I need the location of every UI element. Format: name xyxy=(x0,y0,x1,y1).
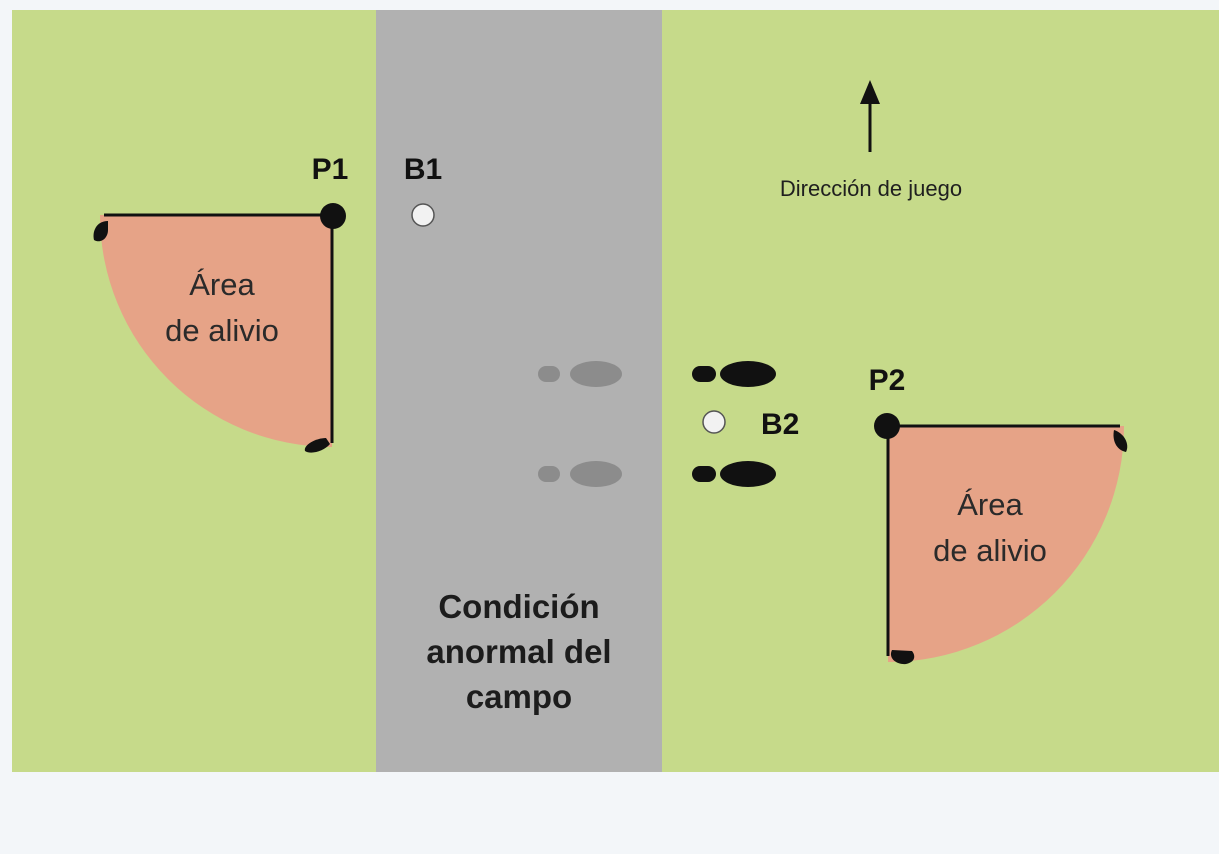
label-p2: P2 xyxy=(869,364,906,397)
abnormal-condition-label-line3: campo xyxy=(466,678,572,715)
tee-marker-icon xyxy=(1113,430,1128,452)
abnormal-condition-label-line1: Condición xyxy=(438,588,599,625)
golf-ball-icon xyxy=(411,203,435,227)
label-b1: B1 xyxy=(404,153,442,186)
footprint-icon xyxy=(538,361,622,387)
abnormal-condition-strip xyxy=(376,10,662,772)
relief-area-left: Área de alivio xyxy=(93,203,346,453)
relief-area-right-shape xyxy=(888,426,1124,662)
footprints-dark xyxy=(692,361,776,487)
label-b2: B2 xyxy=(761,408,799,441)
arrow-up-icon xyxy=(860,80,880,152)
footprint-icon xyxy=(692,461,776,487)
tee-marker-icon xyxy=(93,221,108,242)
relief-area-left-label-line1: Área xyxy=(189,267,255,302)
play-direction-label: Dirección de juego xyxy=(780,176,962,201)
relief-area-left-shape xyxy=(100,215,332,447)
tee-marker-icon xyxy=(890,650,915,665)
relief-area-right: Área de alivio xyxy=(874,413,1128,665)
abnormal-condition-label-line2: anormal del xyxy=(426,633,611,670)
tee-marker-icon xyxy=(304,438,330,453)
relief-area-right-label-line1: Área xyxy=(957,487,1023,522)
reference-point-p1-marker xyxy=(320,203,346,229)
golf-ball-icon xyxy=(702,410,726,434)
relief-area-right-label-line2: de alivio xyxy=(933,533,1047,568)
relief-area-left-label-line2: de alivio xyxy=(165,313,279,348)
footprints-light xyxy=(538,361,622,487)
footprint-icon xyxy=(538,461,622,487)
reference-point-p2-marker xyxy=(874,413,900,439)
footprint-icon xyxy=(692,361,776,387)
label-p1: P1 xyxy=(312,153,349,186)
